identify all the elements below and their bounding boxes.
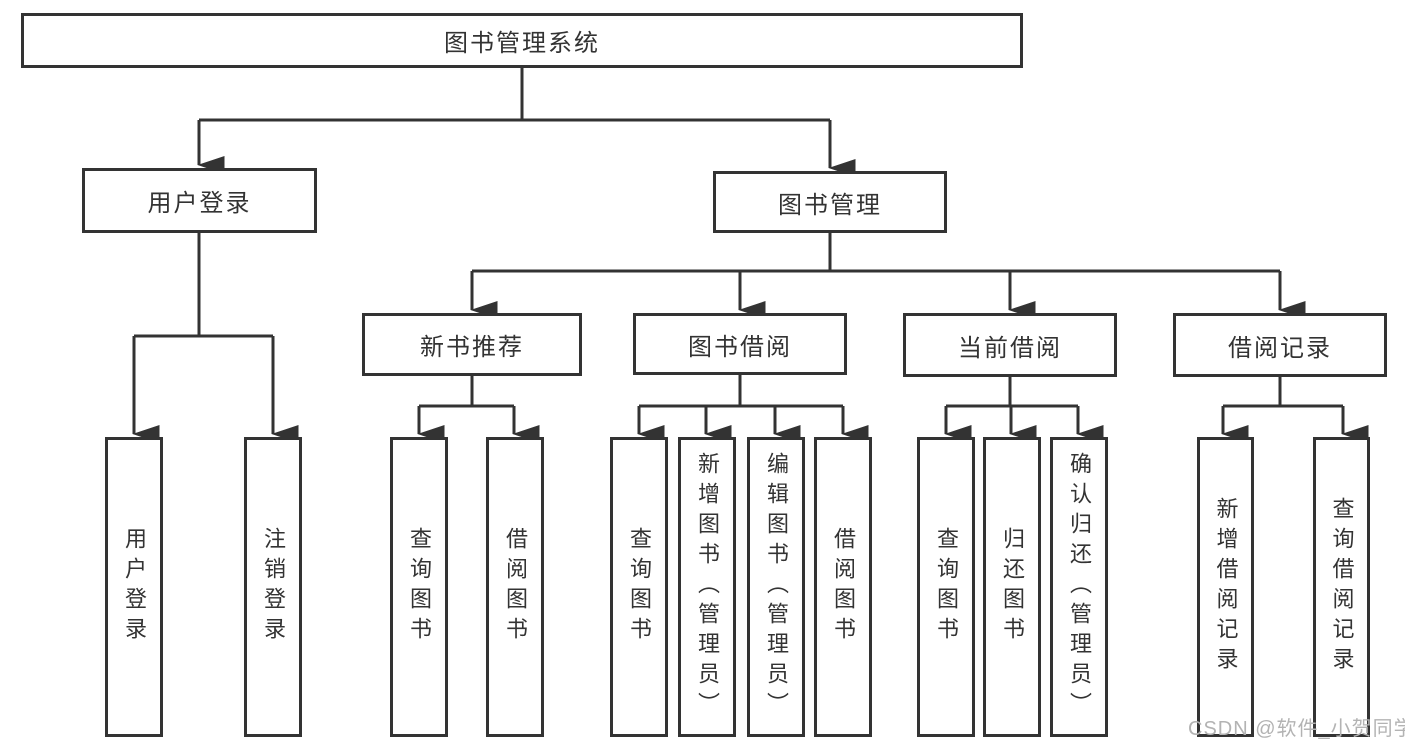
leaf-bb-edit-books-admin: 编辑图书（管理员） <box>747 437 805 737</box>
node-book-borrowing: 图书借阅 <box>633 313 847 375</box>
leaf-cb-return-books: 归还图书 <box>983 437 1041 737</box>
leaf-nbr-query-books: 查询图书 <box>390 437 448 737</box>
leaf-bb-borrow-books: 借阅图书 <box>814 437 872 737</box>
leaf-bb-add-books-admin: 新增图书（管理员） <box>678 437 736 737</box>
leaf-user-login: 用户登录 <box>105 437 163 737</box>
leaf-cb-query-books: 查询图书 <box>917 437 975 737</box>
node-current-borrowing: 当前借阅 <box>903 313 1117 377</box>
leaf-logout-login: 注销登录 <box>244 437 302 737</box>
node-new-book-recommend: 新书推荐 <box>362 313 582 376</box>
csdn-watermark: CSDN @软件_小贺同学 <box>1188 718 1405 740</box>
node-borrowing-records: 借阅记录 <box>1173 313 1387 377</box>
node-user-login: 用户登录 <box>82 168 317 233</box>
leaf-br-query-record: 查询借阅记录 <box>1313 437 1370 737</box>
node-book-management: 图书管理 <box>713 171 947 233</box>
node-library-system: 图书管理系统 <box>21 13 1023 68</box>
leaf-nbr-borrow-books: 借阅图书 <box>486 437 544 737</box>
leaf-cb-confirm-return-admin: 确认归还（管理员） <box>1050 437 1108 737</box>
leaf-br-add-record: 新增借阅记录 <box>1197 437 1254 737</box>
leaf-bb-query-books: 查询图书 <box>610 437 668 737</box>
